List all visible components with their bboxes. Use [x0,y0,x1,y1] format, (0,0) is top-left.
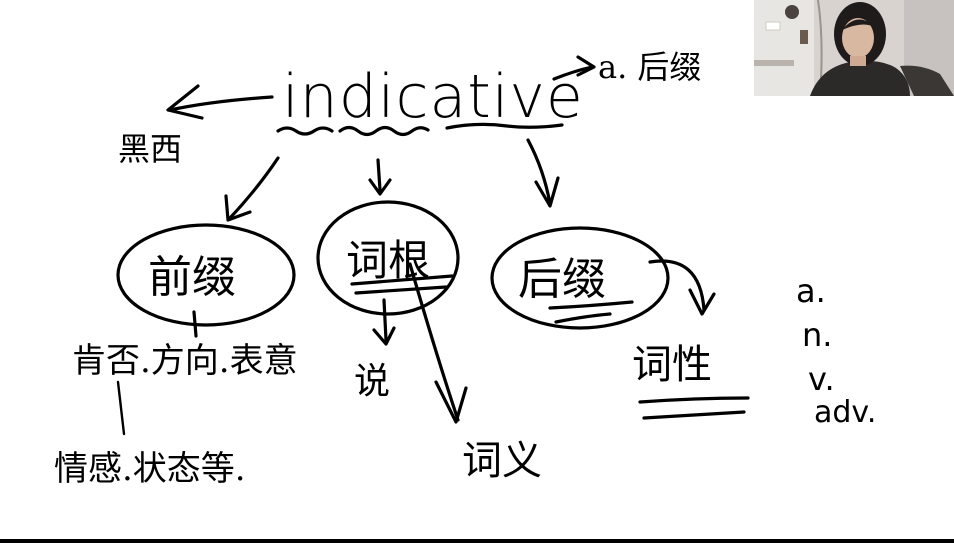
suffix-branch-label: 词性 [632,342,712,388]
suffix-inner-underline-2 [554,312,612,324]
root-right-branch-line [408,262,460,422]
root-left-branch-label: 说 [354,361,390,402]
root-right-branch-label: 词义 [462,438,542,484]
webcam-video-feed [754,0,954,96]
prefix-underline [276,126,334,136]
arrow-head-suffix [534,176,560,208]
main-word-indicative: indicative [282,62,584,132]
arrow-to-root [376,158,382,192]
prefix-meaning-connector [116,380,126,436]
pos-item-adjective: a. [796,272,826,310]
arrow-head-suffix-label [576,55,596,77]
arrow-head-left-label [166,84,204,120]
arrow-to-prefix [228,156,280,220]
prefix-meaning-line-2: 情感.状态等. [54,449,246,489]
left-label: 黑西 [118,130,182,168]
arrow-to-suffix [526,138,552,206]
arrow-head-root [368,178,392,196]
root-left-branch-arrow-head [372,326,396,346]
suffix-branch-underline-1 [638,396,750,404]
suffix-branch-line [648,259,706,312]
suffix-branch-underline-2 [642,410,746,420]
root-underline [338,125,430,137]
suffix-node-label: 后缀 [518,254,606,305]
webcam-scene [754,0,954,96]
prefix-circle [116,223,296,327]
suffix-inner-underline [548,300,634,310]
pos-item-adverb: adv. [814,395,876,430]
root-inner-underline [350,274,454,286]
pos-item-verb: v. [808,360,835,398]
suffix-branch-arrow-head [688,288,716,316]
root-node-label: 词根 [346,236,430,285]
suffix-underline [445,122,564,130]
root-right-branch-arrow-head [434,380,468,424]
root-left-branch-line [382,298,388,342]
suffix-circle [490,226,670,330]
prefix-node-label: 前缀 [148,252,236,303]
prefix-down-line [192,310,198,338]
prefix-meaning-line-1: 肯否.方向.表意 [72,341,298,381]
bottom-frame-border [0,539,954,543]
root-circle [316,200,460,316]
arrow-to-suffix-label [552,65,594,81]
suffix-label-top-right: a. 后缀 [598,48,701,86]
arrow-to-left-label [168,95,274,112]
root-inner-underline-2 [354,285,448,295]
arrow-head-prefix [224,194,252,222]
pos-item-noun: n. [802,316,832,354]
